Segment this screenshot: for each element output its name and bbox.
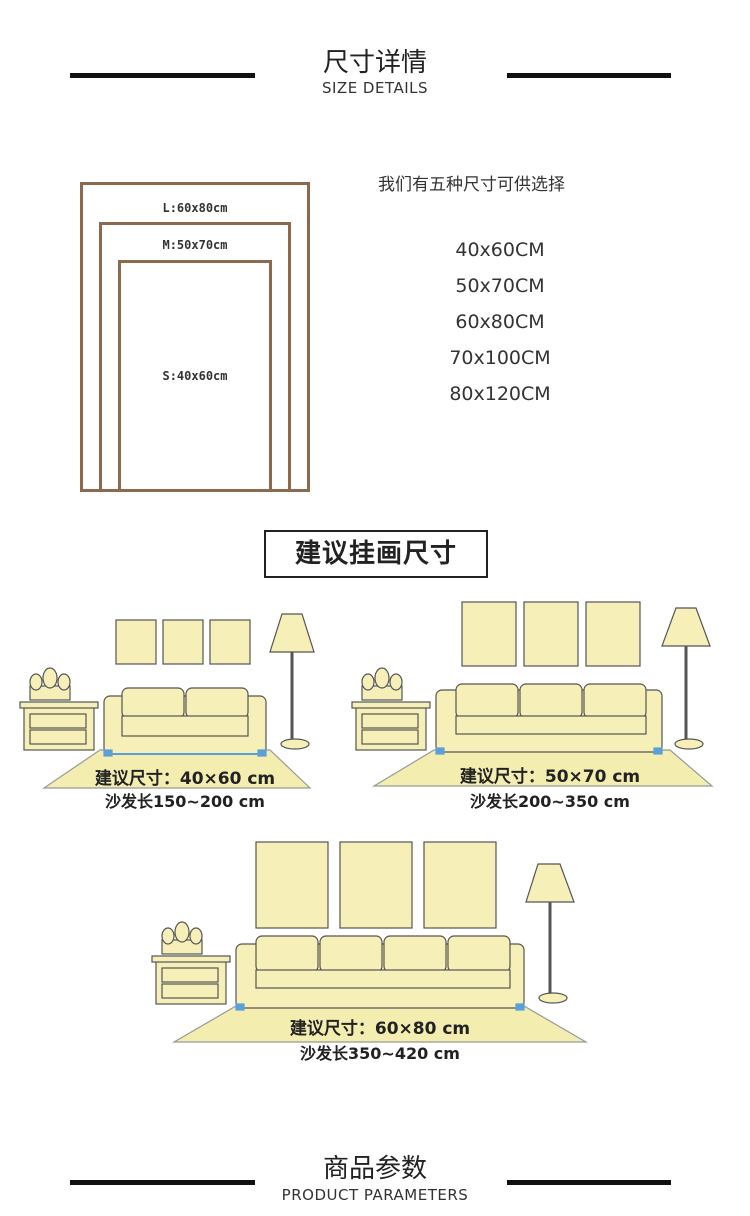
size-details-title: 尺寸详情 [322,48,427,78]
params-title: 商品参数 [322,1154,427,1184]
painting [523,601,579,667]
painting [423,841,497,929]
frame-medium-label: M:50x70cm [162,238,228,252]
suggest-title: 建议挂画尺寸 [264,530,488,578]
params-line-right [507,1180,671,1185]
scene-1-sofa: 沙发长150~200 cm [105,792,265,811]
size-option: 60x80CM [455,311,545,333]
scene-1-suggest: 建议尺寸：40×60 cm [94,769,276,789]
floor-lamp [269,613,315,653]
painting [585,601,641,667]
size-option: 80x120CM [449,383,551,405]
size-intro-text: 我们有五种尺寸可供选择 [378,175,565,195]
floor-lamp [661,607,711,647]
painting [255,841,329,929]
scene-illustration-3 [151,841,589,1043]
scene-illustration-1 [19,613,315,789]
params-line-left [70,1180,255,1185]
size-option: 70x100CM [449,347,551,369]
size-option: 40x60CM [455,239,545,261]
params-subtitle: PRODUCT PARAMETERS [281,1186,469,1204]
frame-large-label: L:60x80cm [162,201,228,215]
scene-illustration-2 [351,601,714,787]
header-line-right [507,73,671,78]
painting [339,841,413,929]
header-line-left [70,73,255,78]
frame-small-label: S:40x60cm [162,369,228,383]
size-list: 40x60CM 50x70CM 60x80CM 70x100CM 80x120C… [420,236,580,416]
size-details-subtitle: SIZE DETAILS [321,79,429,97]
scene-2-suggest: 建议尺寸：50×70 cm [459,767,641,787]
frame-small: S:40x60cm [118,260,272,492]
scene-3-suggest: 建议尺寸：60×80 cm [289,1019,471,1039]
painting [461,601,517,667]
painting [209,619,251,665]
scene-3-sofa: 沙发长350~420 cm [300,1044,460,1063]
painting [162,619,204,665]
painting [115,619,157,665]
scene-2-sofa: 沙发长200~350 cm [470,792,630,811]
floor-lamp [525,863,575,903]
size-option: 50x70CM [455,275,545,297]
